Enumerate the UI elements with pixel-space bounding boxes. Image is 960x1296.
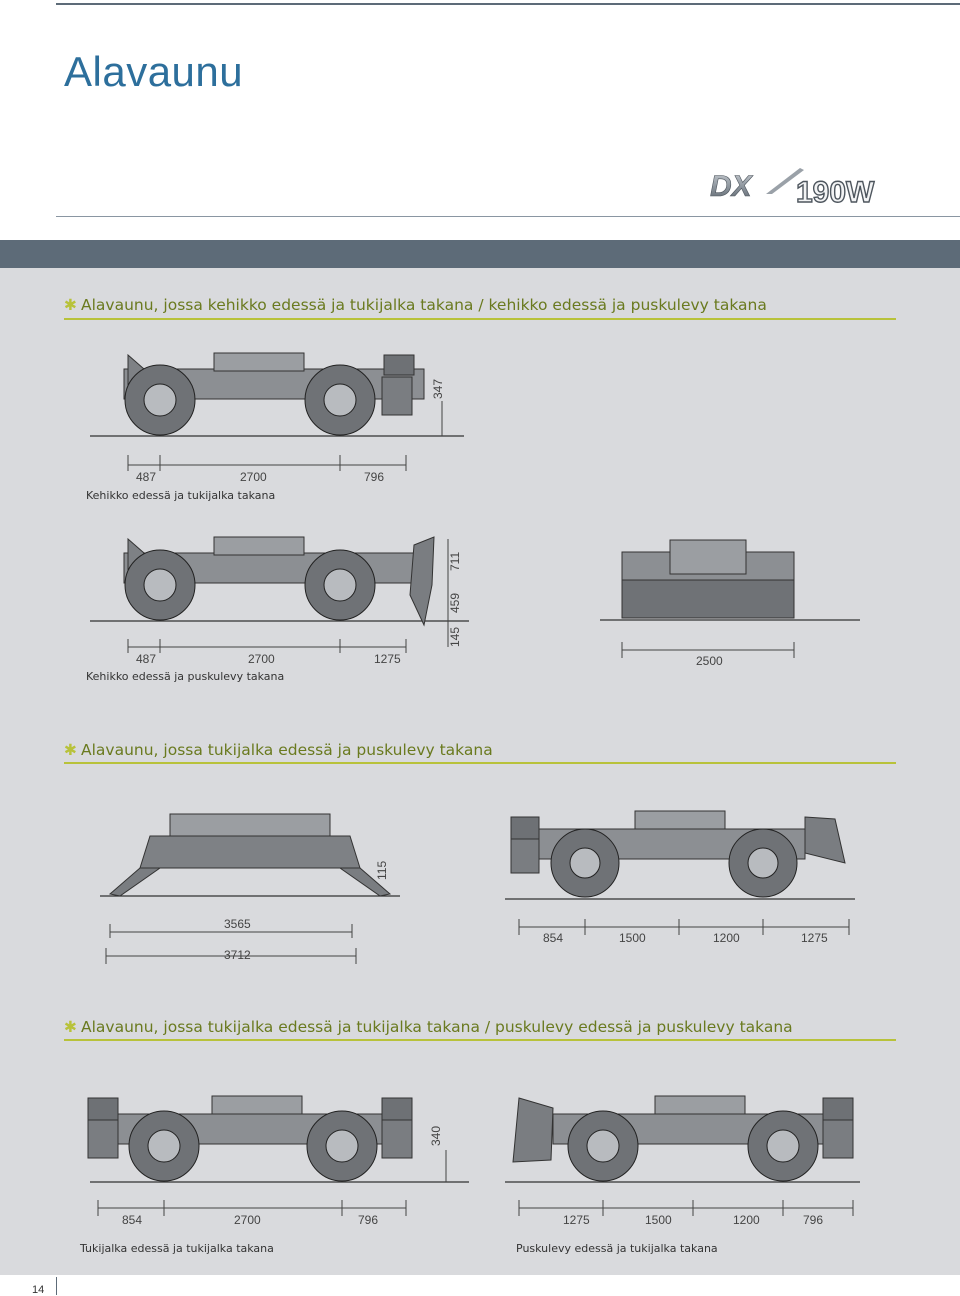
page-title: Alavaunu (64, 48, 244, 95)
asterisk-icon: ✱ (64, 741, 77, 759)
dim-1200: 1200 (733, 1213, 760, 1227)
drawing-outrigger-front-dozer-rear: 854 1500 1200 1275 (505, 810, 855, 945)
drawing-frame-front-outrigger-rear: 487 2700 796 347 (90, 352, 464, 484)
dim-3565: 3565 (224, 917, 251, 931)
dim-115: 115 (375, 861, 389, 880)
drawing-frame-front-dozer-rear: 487 2700 1275 711 459 145 (90, 536, 469, 666)
dim-2700: 2700 (248, 652, 275, 666)
dim-347: 347 (431, 379, 445, 399)
header-band (0, 240, 960, 268)
dim-1275: 1275 (801, 931, 828, 945)
dim-796: 796 (364, 470, 384, 484)
dim-145: 145 (448, 627, 462, 647)
section-heading-3-text: Alavaunu, jossa tukijalka edessä ja tuki… (81, 1018, 793, 1036)
section-rule-2 (64, 762, 896, 764)
section-heading-1-text: Alavaunu, jossa kehikko edessä ja tukija… (81, 296, 767, 314)
header-separator (56, 216, 960, 217)
svg-text:190W: 190W (796, 176, 875, 208)
dim-796: 796 (803, 1213, 823, 1227)
dim-854: 854 (122, 1213, 142, 1227)
dim-1275: 1275 (374, 652, 401, 666)
dim-711: 711 (448, 552, 462, 571)
dim-854: 854 (543, 931, 563, 945)
footer-rule (56, 1277, 57, 1295)
section-heading-2: ✱Alavaunu, jossa tukijalka edessä ja pus… (64, 741, 493, 759)
section-rule-1 (64, 318, 896, 320)
caption-d1: Kehikko edessä ja tukijalka takana (86, 489, 276, 502)
dx190w-logo: DX 190W (710, 168, 876, 208)
dim-1500: 1500 (645, 1213, 672, 1227)
section-rule-3 (64, 1039, 896, 1041)
caption-d2: Kehikko edessä ja puskulevy takana (86, 670, 285, 683)
section-heading-1: ✱Alavaunu, jossa kehikko edessä ja tukij… (64, 296, 767, 314)
drawing-frame-front-view: 2500 (600, 539, 860, 668)
dim-1500: 1500 (619, 931, 646, 945)
svg-text:DX: DX (710, 170, 754, 203)
page-number: 14 (32, 1284, 45, 1296)
dim-796: 796 (358, 1213, 378, 1227)
section-heading-2-text: Alavaunu, jossa tukijalka edessä ja pusk… (81, 741, 493, 759)
dim-487: 487 (136, 470, 156, 484)
drawing-dozer-front-outrigger-rear: 1275 1500 1200 796 (505, 1095, 860, 1227)
caption-d7: Puskulevy edessä ja tukijalka takana (516, 1242, 718, 1255)
drawing-outrigger-front-view: 3565 3712 115 (100, 813, 400, 964)
asterisk-icon: ✱ (64, 1018, 77, 1036)
dim-2500: 2500 (696, 654, 723, 668)
dim-1275: 1275 (563, 1213, 590, 1227)
dim-2700: 2700 (234, 1213, 261, 1227)
dim-3712: 3712 (224, 948, 251, 962)
drawing-outrigger-front-outrigger-rear: 854 2700 796 340 (87, 1095, 469, 1227)
asterisk-icon: ✱ (64, 296, 77, 314)
dim-459: 459 (448, 593, 462, 613)
dim-340: 340 (429, 1126, 443, 1146)
top-rule (56, 3, 960, 5)
dim-2700: 2700 (240, 470, 267, 484)
dim-1200: 1200 (713, 931, 740, 945)
dim-487: 487 (136, 652, 156, 666)
section-heading-3: ✱Alavaunu, jossa tukijalka edessä ja tuk… (64, 1018, 793, 1036)
caption-d6: Tukijalka edessä ja tukijalka takana (80, 1242, 274, 1255)
